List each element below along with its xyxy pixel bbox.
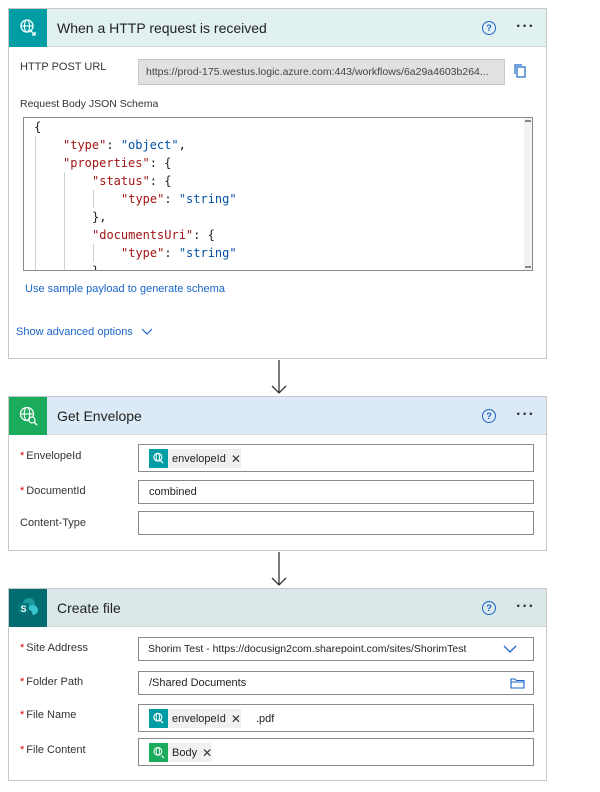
http-request-icon <box>149 709 168 728</box>
site-address-dropdown[interactable]: Shorim Test - https://docusign2com.share… <box>138 637 534 661</box>
get-envelope-header[interactable]: Get Envelope ? ··· <box>9 397 546 435</box>
file-content-field[interactable]: Body ✕ <box>138 738 534 766</box>
folder-path-label: *Folder Path <box>20 676 84 688</box>
document-id-label: *DocumentId <box>20 485 86 497</box>
http-request-icon <box>9 9 47 47</box>
content-type-field[interactable] <box>138 511 534 535</box>
help-icon[interactable]: ? <box>482 21 496 35</box>
envelope-id-field[interactable]: envelopeId ✕ <box>138 444 534 472</box>
copy-url-icon[interactable] <box>512 63 528 79</box>
http-request-icon <box>149 449 168 468</box>
code-token: "documentsUri" <box>92 228 194 242</box>
advanced-options-label: Show advanced options <box>16 326 133 338</box>
trigger-title: When a HTTP request is received <box>57 20 267 36</box>
svg-text:S: S <box>20 604 26 614</box>
code-token: : { <box>193 228 215 242</box>
code-line: "type": "object", <box>63 138 186 152</box>
envelope-id-label: *EnvelopeId <box>20 450 82 462</box>
json-schema-editor[interactable]: {"type": "object","properties": {"status… <box>23 117 533 271</box>
get-envelope-card: Get Envelope ? ··· *EnvelopeId envelopeI… <box>8 396 547 551</box>
remove-token-icon[interactable]: ✕ <box>202 745 213 760</box>
code-line: } <box>92 264 100 271</box>
http-trigger-card: When a HTTP request is received ? ··· HT… <box>8 8 547 359</box>
code-token: "string" <box>178 192 237 206</box>
http-post-url-label: HTTP POST URL <box>20 61 107 73</box>
code-token: "string" <box>178 246 237 260</box>
code-token: "properties" <box>63 156 150 170</box>
editor-scrollbar[interactable] <box>524 118 532 270</box>
code-token: "type" <box>63 138 107 152</box>
envelope-id-token[interactable]: envelopeId ✕ <box>149 449 241 468</box>
site-address-value: Shorim Test - https://docusign2com.share… <box>148 643 467 655</box>
code-token: "object" <box>120 138 179 152</box>
site-address-label: *Site Address <box>20 642 89 654</box>
code-token: , <box>178 138 186 152</box>
sample-payload-link[interactable]: Use sample payload to generate schema <box>25 283 225 295</box>
remove-token-icon[interactable]: ✕ <box>230 711 241 726</box>
code-line: "type": "string" <box>121 192 237 206</box>
more-options-icon[interactable]: ··· <box>516 406 535 423</box>
file-name-token[interactable]: envelopeId ✕ <box>149 709 241 728</box>
schema-label: Request Body JSON Schema <box>20 98 159 110</box>
code-token: "type" <box>121 246 165 260</box>
docusign-globe-icon <box>9 397 47 435</box>
file-name-label: *File Name <box>20 709 77 721</box>
code-line: }, <box>92 210 106 224</box>
file-content-label: *File Content <box>20 744 86 756</box>
trigger-header[interactable]: When a HTTP request is received ? ··· <box>9 9 546 47</box>
show-advanced-options[interactable]: Show advanced options <box>16 325 153 339</box>
document-id-value: combined <box>149 486 197 498</box>
more-options-icon[interactable]: ··· <box>516 598 535 615</box>
get-envelope-title: Get Envelope <box>57 408 142 424</box>
create-file-header[interactable]: S Create file ? ··· <box>9 589 546 627</box>
folder-path-field[interactable]: /Shared Documents <box>138 671 534 695</box>
http-post-url-value: https://prod-175.westus.logic.azure.com:… <box>146 66 489 78</box>
more-options-icon[interactable]: ··· <box>516 18 535 35</box>
folder-icon[interactable] <box>510 677 525 692</box>
remove-token-icon[interactable]: ✕ <box>230 451 241 466</box>
chevron-down-icon <box>503 645 517 657</box>
flow-arrow-2 <box>269 552 289 591</box>
code-token: "status" <box>92 174 150 188</box>
code-token: }, <box>92 210 107 224</box>
code-token: : { <box>149 156 172 170</box>
sharepoint-icon: S <box>9 589 47 627</box>
document-id-field[interactable]: combined <box>138 480 534 504</box>
chevron-down-icon <box>141 325 153 339</box>
code-token: } <box>92 264 100 271</box>
flow-arrow-1 <box>269 360 289 399</box>
code-token: : <box>106 138 121 152</box>
help-icon[interactable]: ? <box>482 409 496 423</box>
content-type-label: Content-Type <box>20 517 87 529</box>
file-name-field[interactable]: envelopeId ✕ .pdf <box>138 704 534 732</box>
file-name-suffix: .pdf <box>256 713 275 725</box>
code-line: "properties": { <box>63 156 171 170</box>
http-post-url-field[interactable]: https://prod-175.westus.logic.azure.com:… <box>138 59 505 85</box>
file-content-token[interactable]: Body ✕ <box>149 743 213 762</box>
code-line: "documentsUri": { <box>92 228 215 242</box>
code-token: { <box>34 120 42 134</box>
help-icon[interactable]: ? <box>482 601 496 615</box>
folder-path-value: /Shared Documents <box>149 677 247 689</box>
code-token: : <box>164 246 179 260</box>
code-token: : <box>164 192 179 206</box>
create-file-title: Create file <box>57 600 121 616</box>
docusign-globe-icon <box>149 743 168 762</box>
code-token: : { <box>149 174 172 188</box>
code-line: "type": "string" <box>121 246 237 260</box>
code-line: "status": { <box>92 174 171 188</box>
code-token: "type" <box>121 192 165 206</box>
code-line: { <box>34 120 41 134</box>
create-file-card: S Create file ? ··· *Site Address Shorim… <box>8 588 547 781</box>
